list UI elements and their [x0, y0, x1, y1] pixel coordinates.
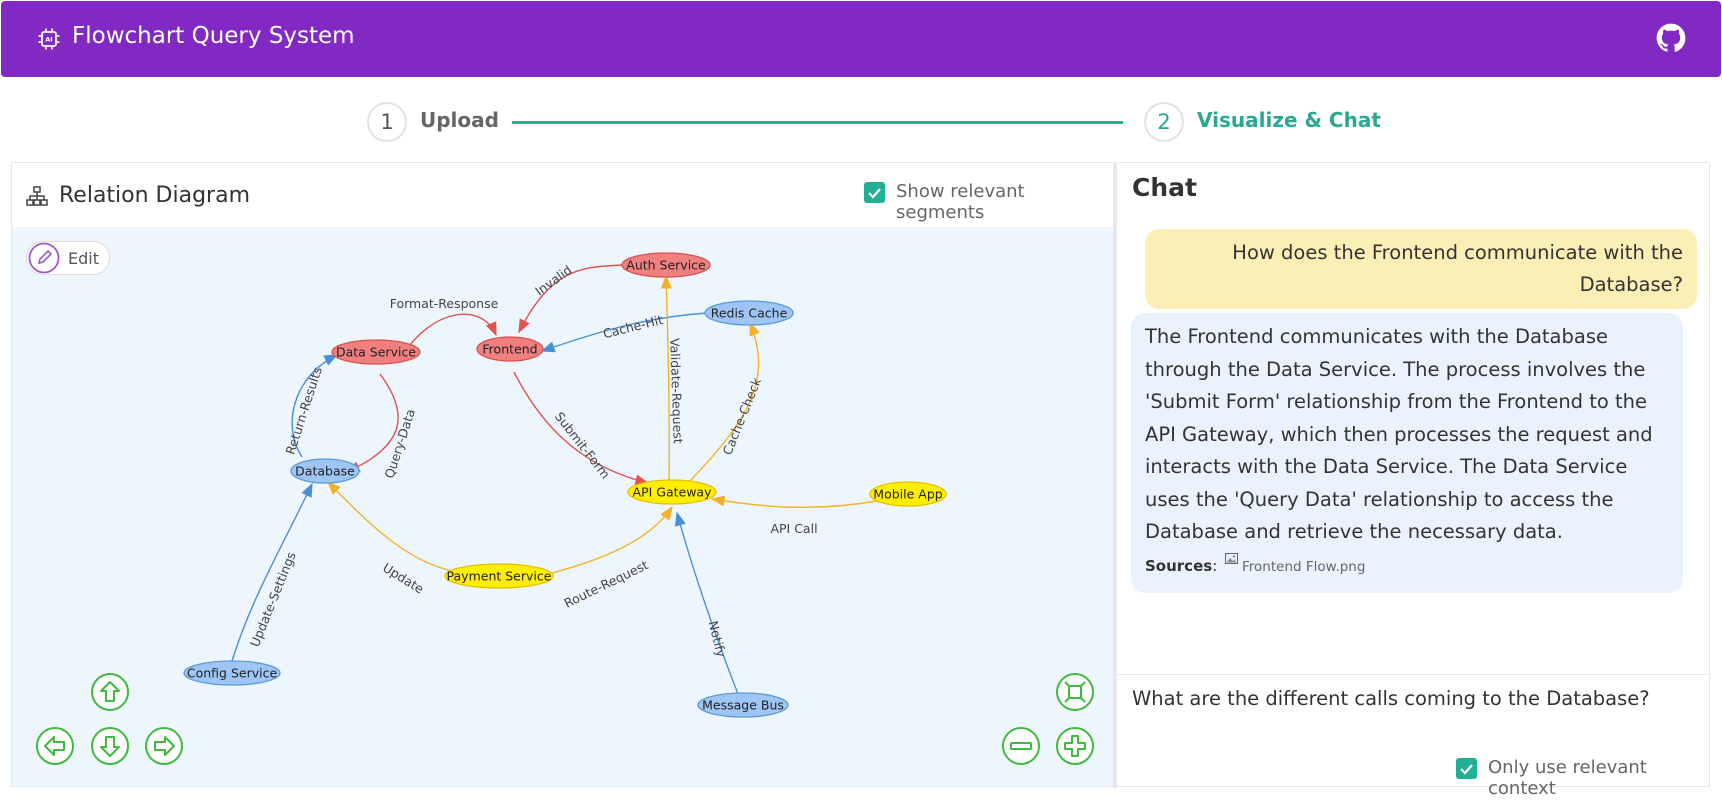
edge-label: API Call [770, 521, 817, 536]
edge-cache-hit[interactable] [540, 312, 708, 353]
chat-input[interactable]: What are the different calls coming to t… [1118, 675, 1708, 787]
edge-query-data[interactable] [345, 373, 399, 473]
edge-label: Return-Results [283, 365, 325, 456]
source-file-link[interactable]: Frontend Flow.png [1225, 551, 1365, 584]
node-label: Database [295, 464, 355, 479]
node-label: Config Service [187, 666, 278, 681]
edge-cache-check[interactable] [687, 321, 760, 484]
pan-down-icon[interactable] [89, 725, 131, 767]
edge-label: Format-Response [390, 296, 499, 311]
edit-label: Edit [68, 249, 99, 268]
sources-label: Sources [1145, 557, 1213, 575]
edge-route-request[interactable] [551, 505, 673, 574]
image-icon [1225, 553, 1238, 564]
node-database[interactable]: Database [290, 458, 360, 484]
edge-update[interactable] [327, 480, 465, 574]
relation-diagram-panel: Relation Diagram Show relevant segments [11, 162, 1114, 787]
edge-label: Validate-Request [667, 338, 686, 444]
step-1-number[interactable]: 1 [367, 102, 407, 142]
pan-up-icon[interactable] [89, 671, 131, 713]
assistant-message-text: The Frontend communicates with the Datab… [1145, 325, 1653, 543]
chat-input-area: What are the different calls coming to t… [1118, 674, 1709, 799]
edge-label: Invalid [532, 262, 574, 299]
edge-api-call[interactable] [710, 495, 878, 509]
node-label: Mobile App [873, 487, 942, 502]
node-frontend[interactable]: Frontend [476, 336, 544, 362]
node-label: Auth Service [626, 258, 706, 273]
user-message: How does the Frontend communicate with t… [1145, 229, 1697, 309]
node-redis-cache[interactable]: Redis Cache [704, 300, 794, 326]
node-label: Redis Cache [711, 306, 788, 321]
edge-invalid[interactable] [518, 264, 624, 334]
sources-row: Sources: Frontend Flow.png [1145, 550, 1365, 583]
source-file-name: Frontend Flow.png [1242, 559, 1366, 575]
github-icon[interactable] [1656, 23, 1686, 53]
node-label: Data Service [336, 345, 416, 360]
node-message-bus[interactable]: Message Bus [697, 692, 789, 718]
node-label: Payment Service [447, 569, 552, 584]
edge-return-results[interactable] [291, 354, 339, 458]
edge-label: Cache-Check [720, 375, 765, 457]
assistant-message: The Frontend communicates with the Datab… [1131, 313, 1683, 593]
app-header: AI Flowchart Query System [1, 1, 1721, 77]
zoom-in-icon[interactable] [1054, 725, 1096, 767]
node-data-service[interactable]: Data Service [331, 339, 421, 365]
relevant-context-checkbox[interactable] [1456, 758, 1477, 779]
edge-submit-form[interactable] [513, 371, 650, 486]
node-payment-service[interactable]: Payment Service [444, 563, 554, 589]
diagram-title: Relation Diagram [59, 183, 251, 208]
hierarchy-icon [26, 186, 48, 206]
show-segments-label[interactable]: Show relevant segments [896, 181, 1025, 223]
step-1-label[interactable]: Upload [420, 108, 499, 132]
chat-title: Chat [1132, 173, 1197, 202]
node-label: Frontend [482, 342, 537, 357]
relevant-context-label[interactable]: Only use relevant context [1488, 757, 1647, 799]
step-2-number[interactable]: 2 [1144, 102, 1184, 142]
chip-icon: AI [38, 28, 60, 50]
edge-notify[interactable] [674, 511, 739, 695]
node-auth-service[interactable]: Auth Service [621, 252, 711, 278]
node-label: Message Bus [702, 698, 784, 713]
zoom-out-icon[interactable] [1000, 725, 1042, 767]
edge-label: Update [380, 560, 427, 597]
show-segments-checkbox[interactable] [864, 182, 885, 203]
pencil-icon [28, 242, 60, 274]
node-api-gateway[interactable]: API Gateway [627, 479, 717, 505]
edge-label: Cache-Hit [601, 312, 664, 341]
edge-update-settings[interactable] [231, 482, 313, 662]
pan-right-icon[interactable] [143, 725, 185, 767]
app-title: Flowchart Query System [72, 23, 355, 49]
edge-label: Route-Request [562, 557, 651, 611]
graph-svg[interactable]: Invalid Format-Response Cache-Hit Return… [12, 227, 1113, 786]
step-connector [512, 121, 1123, 124]
node-mobile-app[interactable]: Mobile App [869, 481, 947, 507]
diagram-header: Relation Diagram Show relevant segments [12, 163, 1113, 227]
edge-label: Query-Data [381, 407, 418, 480]
svg-text:AI: AI [45, 36, 52, 44]
panel-divider[interactable] [1113, 163, 1117, 788]
edit-button[interactable]: Edit [26, 241, 110, 275]
step-2-label[interactable]: Visualize & Chat [1197, 108, 1381, 132]
edge-label: Update-Settings [247, 550, 299, 649]
node-label: API Gateway [633, 485, 713, 500]
node-config-service[interactable]: Config Service [183, 660, 281, 686]
progress-stepper: 1 Upload 2 Visualize & Chat [0, 94, 1722, 150]
edge-validate-request[interactable] [660, 274, 673, 484]
pan-left-icon[interactable] [34, 725, 76, 767]
diagram-canvas[interactable]: Invalid Format-Response Cache-Hit Return… [12, 227, 1113, 786]
fit-view-icon[interactable] [1054, 671, 1096, 713]
edge-format-response[interactable] [399, 313, 497, 360]
chat-panel: Chat How does the Frontend communicate w… [1113, 162, 1710, 799]
edge-label: Notify [706, 619, 730, 659]
edge-label: Submit-Form [552, 409, 613, 482]
